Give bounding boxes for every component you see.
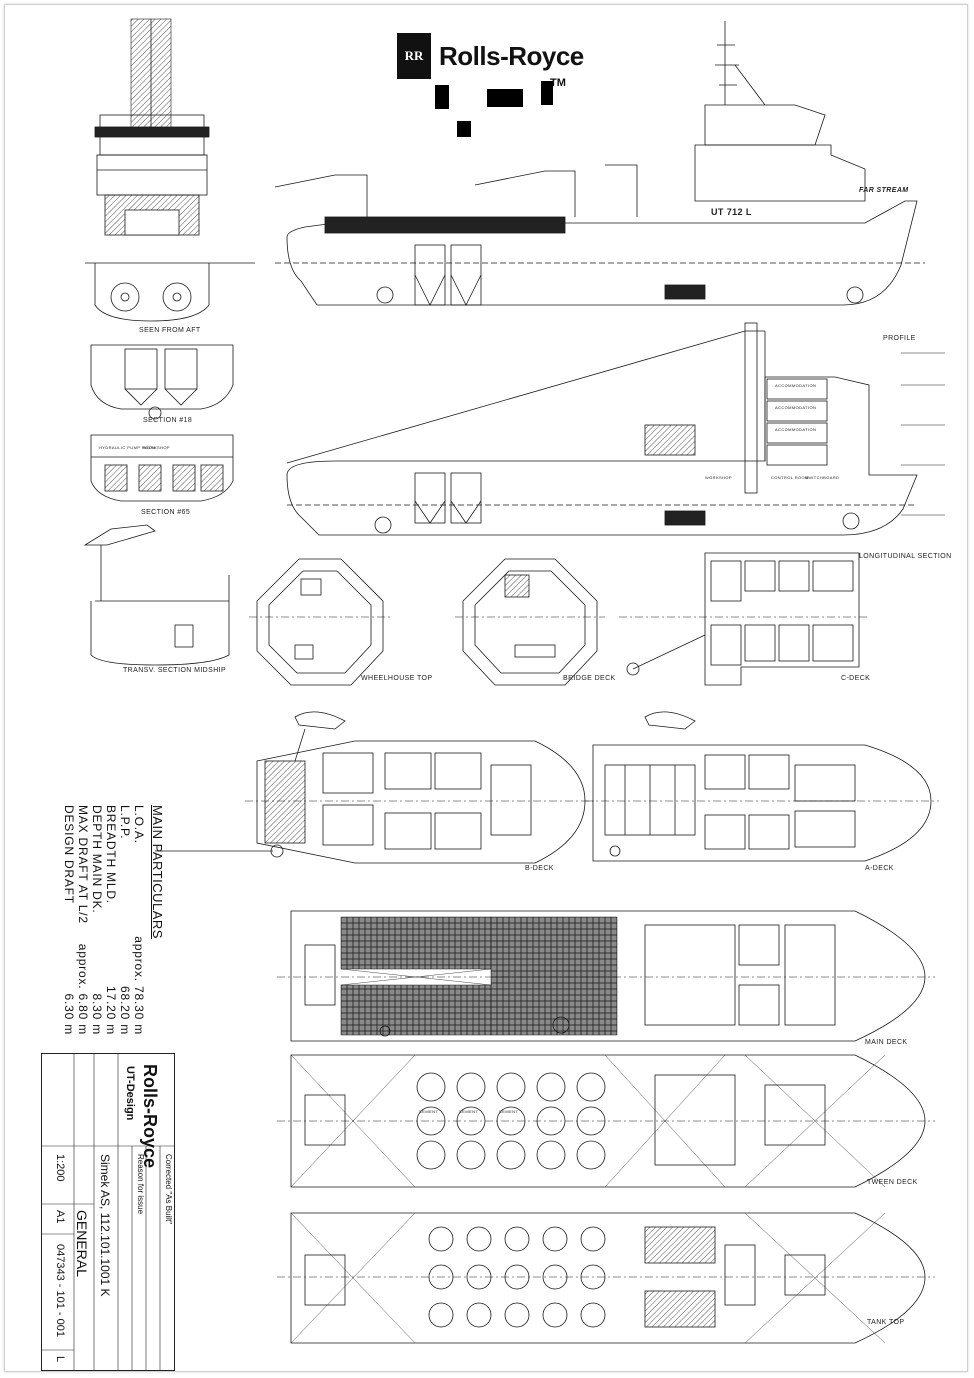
profile-label: PROFILE [883,335,916,342]
tank-top-view [277,1212,935,1344]
room-label: HYDRAULIC PUMP ROOM [99,445,156,450]
room-label: WORKSHOP [143,445,170,450]
title-block-drawing-title: GENERAL [74,1210,90,1277]
particular-row: L.O.A.approx. 78.30 m [132,805,146,1035]
redaction-mark [541,81,553,105]
room-label: CEMENT [419,1109,439,1114]
section-65-view [90,434,234,502]
tween-deck-view [277,1054,935,1188]
tank-top-label: TANK TOP [867,1319,905,1326]
transv-section-midship-view [83,524,230,666]
title-block-yard-ref: Simek AS, 112.101.1001 K [98,1154,112,1297]
longitudinal-section-label: LONGITUDINAL SECTION [859,553,952,560]
main-deck-label: MAIN DECK [865,1039,908,1046]
bridge-deck-label: BRIDGE DECK [563,675,616,682]
title-block-drawing-no: 047343 - 101 - 001 [54,1244,66,1337]
bridge-deck-view [455,558,605,686]
tween-deck-label: TWEEN DECK [867,1179,918,1186]
title-block-rev-entry: Corrected "As Built" [164,1154,173,1225]
room-label: CONTROL ROOM [771,475,809,480]
room-label: CEMENT [459,1109,479,1114]
redaction-mark [487,89,523,107]
section-18-view [90,344,234,420]
wheelhouse-top-view [249,558,391,686]
profile-view [274,21,925,306]
seen-from-aft-view [85,18,255,322]
vessel-name-on-hull: FAR STREAM [859,187,909,194]
particular-row: BREADTH MLD.17.20 m [104,805,118,1035]
title-block-size: A1 [54,1210,66,1224]
room-label: ACCOMMODATION [775,405,817,410]
title-block-scale: 1:200 [54,1154,66,1182]
rr-badge-icon: RR [397,33,431,79]
title-block-rev-note: Reason for issue [136,1154,145,1215]
title-block-company: Rolls-Royce [140,1064,160,1169]
b-deck-label: B-DECK [525,865,554,872]
c-deck-label: C-DECK [841,675,871,682]
main-deck-view [277,910,935,1042]
redaction-mark [457,121,471,137]
general-arrangement-drawing [83,18,945,1344]
main-particulars-title: MAIN PARTICULARS [150,805,165,939]
seen-from-aft-label: SEEN FROM AFT [139,327,201,334]
b-deck-view [155,711,595,864]
room-label: ACCOMMODATION [775,427,817,432]
title-block-grid [42,1054,174,1370]
transv-section-label: TRANSV. SECTION MIDSHIP [123,667,227,674]
wheelhouse-top-label: WHEELHOUSE TOP [361,675,433,682]
a-deck-label: A-DECK [865,865,894,872]
main-particulars: MAIN PARTICULARS L.O.A.approx. 78.30 m L… [35,805,165,1035]
room-label: SWITCHBOARD [805,475,840,480]
brand-name: Rolls-Royce [439,40,584,71]
particular-row: DEPTH MAIN DK.8.30 m [90,805,104,1035]
title-block-rev: L [54,1356,66,1363]
trademark: TM [550,77,566,89]
room-label: ACCOMMODATION [775,383,817,388]
rolls-royce-logo: RR Rolls-Royce [397,33,584,79]
section-65-label: SECTION #65 [141,509,191,516]
c-deck-view [619,552,867,686]
drawing-sheet: RR Rolls-Royce TM [4,4,968,1372]
title-block-design: UT-Design [124,1066,136,1121]
a-deck-view [585,711,939,862]
redaction-mark [435,85,449,109]
title-block-content: Rolls-Royce UT-Design Corrected "As Buil… [42,1054,174,1370]
room-label: CEMENT [499,1109,519,1114]
section-18-label: SECTION #18 [143,417,193,424]
room-label: WORKSHOP [705,475,732,480]
design-name-on-hull: UT 712 L [711,207,752,217]
longitudinal-section-view [286,322,945,536]
title-block: Rolls-Royce UT-Design Corrected "As Buil… [41,1053,175,1371]
particular-row: L.P.P.68.20 m [118,805,132,1035]
